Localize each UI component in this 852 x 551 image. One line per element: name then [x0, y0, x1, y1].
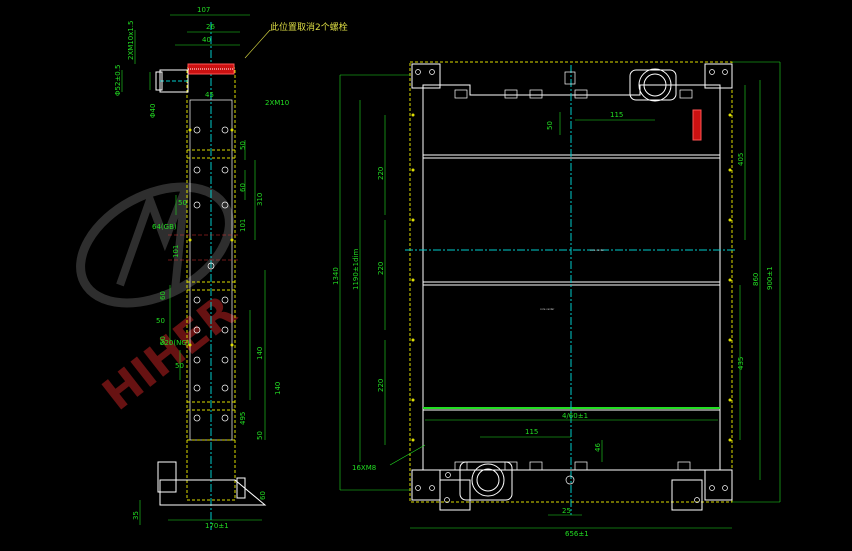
front-dim-12: 115 — [525, 428, 538, 436]
side-dim-top-1: 26 — [206, 23, 215, 31]
front-dim-9: 900±1 — [766, 266, 774, 290]
side-dim-vert-5: 140 — [274, 382, 282, 395]
front-dim-2: 220 — [377, 167, 385, 180]
side-dim-vert-1: 60 — [239, 183, 247, 192]
side-dim-left-2: Φ40 — [149, 104, 157, 118]
side-dim-top-0: 107 — [197, 6, 210, 14]
front-callout-left: 16XM8 — [352, 464, 376, 472]
side-dim-inner-7: 50 — [175, 362, 184, 370]
front-dim-13: 46 — [594, 443, 602, 452]
front-dim-4: 220 — [377, 379, 385, 392]
side-dim-inner-6: 50 — [159, 336, 167, 345]
front-dim-10: 435 — [737, 357, 745, 370]
front-dim-11: 4/60±1 — [562, 412, 588, 420]
front-dim-1: 50 — [546, 121, 554, 130]
side-dim-inner-3: 101 — [172, 245, 180, 258]
side-dim-vert-3: 101 — [239, 219, 247, 232]
center-note-top: core center — [590, 248, 605, 252]
front-dim-15: 656±1 — [565, 530, 589, 538]
side-dim-inner-4: 60 — [159, 291, 167, 300]
front-dim-6: 1340 — [332, 267, 340, 285]
side-view — [121, 14, 267, 530]
side-dim-vert-8: 60 — [259, 491, 267, 500]
side-dim-vert-0: 50 — [239, 141, 247, 150]
side-dim-bottom-2: 35 — [132, 511, 140, 520]
side-dim-left-0: 2XM10x1.5 — [127, 21, 135, 60]
side-dim-top-2: 40 — [202, 36, 211, 44]
side-dim-inner-1: 50 — [178, 199, 187, 207]
center-note-mid: core center — [540, 307, 555, 311]
side-dim-bottom-0: 170±1 — [205, 522, 229, 530]
front-dim-5: 1190±1dim — [352, 248, 360, 290]
front-dim-14: 25 — [562, 507, 571, 515]
front-view — [339, 61, 781, 529]
side-dim-vert-4: 140 — [256, 347, 264, 360]
side-dim-left-1: Φ52±0.5 — [114, 65, 122, 96]
front-dim-3: 220 — [377, 262, 385, 275]
side-dim-inner-0: 45 — [205, 91, 214, 99]
front-dim-0: 115 — [610, 111, 623, 119]
front-dim-8: 860 — [752, 273, 760, 286]
side-dim-vert-2: 310 — [256, 193, 264, 206]
side-callout-right: 2XM10 — [265, 99, 289, 107]
side-dim-inner-5: 50 — [156, 317, 165, 325]
side-dim-vert-7: 50 — [256, 431, 264, 440]
side-dim-inner-8: 320(NG) — [160, 339, 190, 347]
front-dim-7: 405 — [737, 153, 745, 166]
annotation-text: 此位置取消2个螺栓 — [270, 21, 348, 33]
side-dim-vert-6: 495 — [239, 412, 247, 425]
hiher-logo — [76, 182, 234, 308]
side-dim-inner-2: 64(GB) — [152, 223, 177, 231]
